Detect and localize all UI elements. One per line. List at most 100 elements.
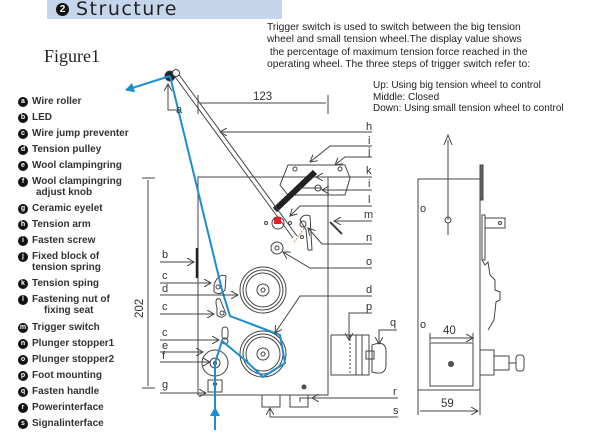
plate-screw xyxy=(292,166,298,172)
legend-badge: b xyxy=(18,112,28,123)
wire-roller-hub xyxy=(172,69,180,77)
wire-exit-arrow xyxy=(125,75,171,93)
plunger-dot xyxy=(300,235,304,239)
side-housing xyxy=(417,178,481,391)
legend-badge: s xyxy=(18,418,28,429)
tension-arm xyxy=(164,69,298,239)
svg-text:p: p xyxy=(366,301,372,313)
trigger-steps: Up: Using big tension wheel to control M… xyxy=(373,80,564,115)
legend-badge: i xyxy=(18,235,28,246)
side-led-bar xyxy=(479,164,484,201)
description-line: operating wheel. The three steps of trig… xyxy=(267,59,531,71)
legend-badge: k xyxy=(18,278,28,289)
wire-jump-preventer-1 xyxy=(213,274,227,295)
legend-badge: l xyxy=(18,294,28,305)
svg-text:o: o xyxy=(366,256,372,268)
callout-a: a xyxy=(168,84,183,116)
svg-text:l: l xyxy=(368,194,370,206)
plunger-bracket xyxy=(299,214,313,251)
side-foot-plate xyxy=(429,342,474,387)
side-handle-knurl xyxy=(493,355,510,371)
legend-badge: e xyxy=(18,160,28,171)
left-callouts: b c d c c e f g xyxy=(160,249,238,393)
wheels xyxy=(201,266,387,408)
svg-text:b: b xyxy=(162,249,168,261)
svg-text:d: d xyxy=(366,284,372,296)
dimension-40: 40 xyxy=(443,325,456,337)
side-view: o o 40 59 xyxy=(417,133,525,415)
side-trigger xyxy=(484,217,506,229)
svg-text:c: c xyxy=(162,301,168,313)
legend-badge: o xyxy=(18,354,28,365)
legend-badge: g xyxy=(18,203,28,214)
legend-badge: p xyxy=(18,370,28,381)
legend-badge: f xyxy=(18,176,28,187)
dimension-202: 202 xyxy=(134,299,146,318)
dimension-width: 123 xyxy=(197,91,329,114)
svg-text:r: r xyxy=(393,386,397,398)
trigger-step-down: Down: Using small tension wheel to contr… xyxy=(373,103,564,114)
svg-text:i: i xyxy=(368,135,370,147)
dimension-59: 59 xyxy=(441,398,454,410)
svg-text:c: c xyxy=(162,327,168,339)
side-view-mark: o xyxy=(420,203,426,215)
wire-jump-preventer-2 xyxy=(215,298,227,318)
legend-badge: d xyxy=(18,144,28,155)
small-tension-wheel xyxy=(239,330,287,378)
legend-badge: r xyxy=(18,402,28,413)
wire-path xyxy=(125,75,287,430)
pivot-dot xyxy=(288,221,292,225)
device-housing xyxy=(197,176,329,396)
svg-text:j: j xyxy=(367,146,370,158)
svg-text:s: s xyxy=(393,405,399,417)
side-arm-arrow xyxy=(443,133,453,146)
trigger-switch xyxy=(329,221,343,235)
svg-text:k: k xyxy=(366,165,372,177)
svg-text:m: m xyxy=(364,209,373,221)
tension-arm-line2 xyxy=(176,71,298,237)
svg-text:q: q xyxy=(390,317,396,329)
section-title: Structure xyxy=(76,0,178,20)
power-interface xyxy=(261,394,281,408)
svg-text:c: c xyxy=(162,270,168,282)
red-indicator xyxy=(274,217,281,224)
section-header-bar xyxy=(47,0,282,19)
pivot-assembly xyxy=(264,214,343,255)
side-view-mark: o xyxy=(420,319,426,331)
legend-badge: a xyxy=(18,96,28,107)
legend-badge: m xyxy=(18,322,28,333)
wire xyxy=(169,75,287,420)
side-handle-knob xyxy=(515,354,525,372)
legend-badge: n xyxy=(18,338,28,349)
spring-plate xyxy=(272,164,351,213)
wire-jump-preventer-3 xyxy=(221,326,229,340)
tension-spring xyxy=(272,169,318,213)
dimension-height: 202 xyxy=(134,177,155,389)
legend-badge: q xyxy=(18,386,28,397)
plunger-link xyxy=(293,225,307,243)
section-number-badge: 2 xyxy=(56,3,69,16)
callout-label: a xyxy=(176,104,183,116)
plate-screw xyxy=(337,166,343,172)
description-line: Trigger switch is used to switch between… xyxy=(267,22,521,33)
plunger-stopper2 xyxy=(274,245,280,251)
side-handle-base xyxy=(479,349,495,376)
trigger-step-middle: Middle: Closed xyxy=(373,91,440,103)
legend-badge: c xyxy=(18,128,28,139)
pivot-dot xyxy=(264,221,268,225)
svg-text:d: d xyxy=(162,283,168,295)
svg-text:i: i xyxy=(368,178,370,190)
description-line: the percentage of maximum tension force … xyxy=(267,46,528,58)
